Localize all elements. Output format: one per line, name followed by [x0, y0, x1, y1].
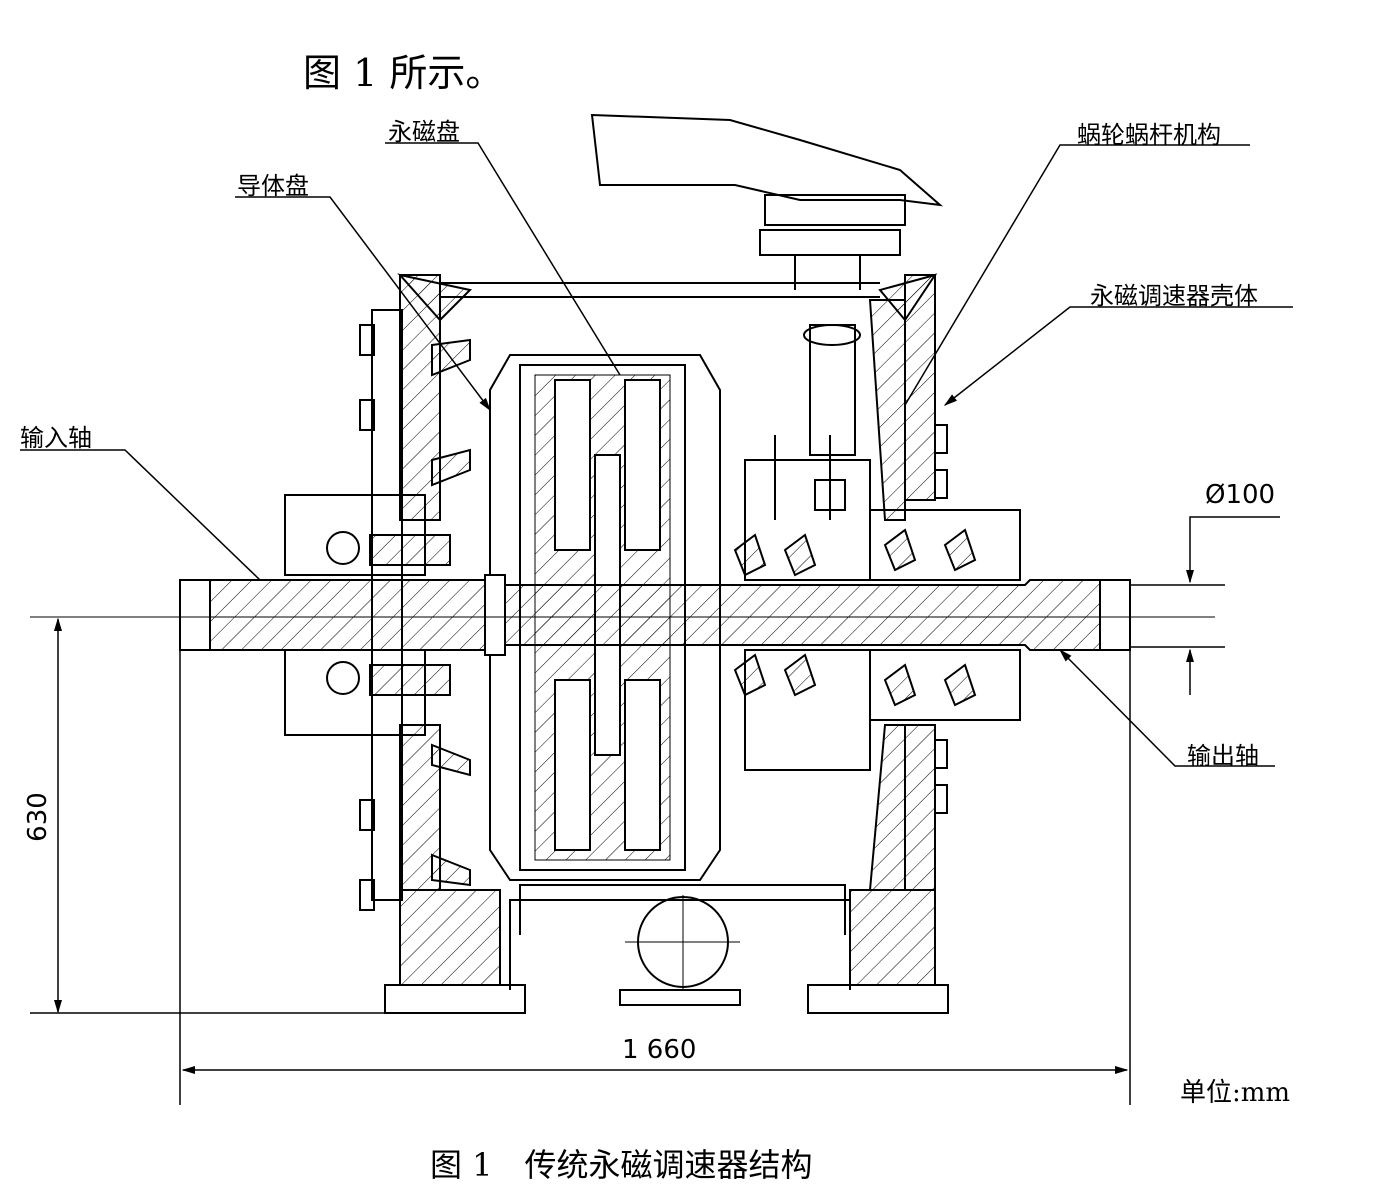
dimension-height: 630	[23, 792, 53, 842]
dimension-width: 1 660	[622, 1035, 697, 1065]
base-frame	[384, 884, 949, 1014]
dimension-lines	[30, 516, 1280, 1105]
unit-label: 单位:mm	[1180, 1078, 1291, 1108]
bearings	[284, 435, 1021, 771]
dimension-shaft-diameter: Ø100	[1205, 480, 1276, 510]
figure-caption: 图 1 传统永磁调速器结构	[430, 1146, 813, 1184]
label-conductor-disk: 导体盘	[237, 172, 309, 200]
label-worm-gear-mechanism: 蜗轮蜗杆机构	[1077, 121, 1221, 149]
intro-text: 图 1 所示。	[303, 51, 504, 95]
label-input-shaft: 输入轴	[20, 424, 92, 452]
worm-gear-mechanism	[590, 113, 944, 456]
top-cover	[397, 273, 938, 322]
right-housing	[868, 274, 948, 891]
label-output-shaft: 输出轴	[1187, 742, 1259, 770]
leader-lines	[20, 142, 1293, 767]
label-governor-housing: 永磁调速器壳体	[1090, 282, 1258, 310]
shaft	[30, 574, 1215, 656]
label-permanent-magnet-disk: 永磁盘	[388, 118, 460, 146]
